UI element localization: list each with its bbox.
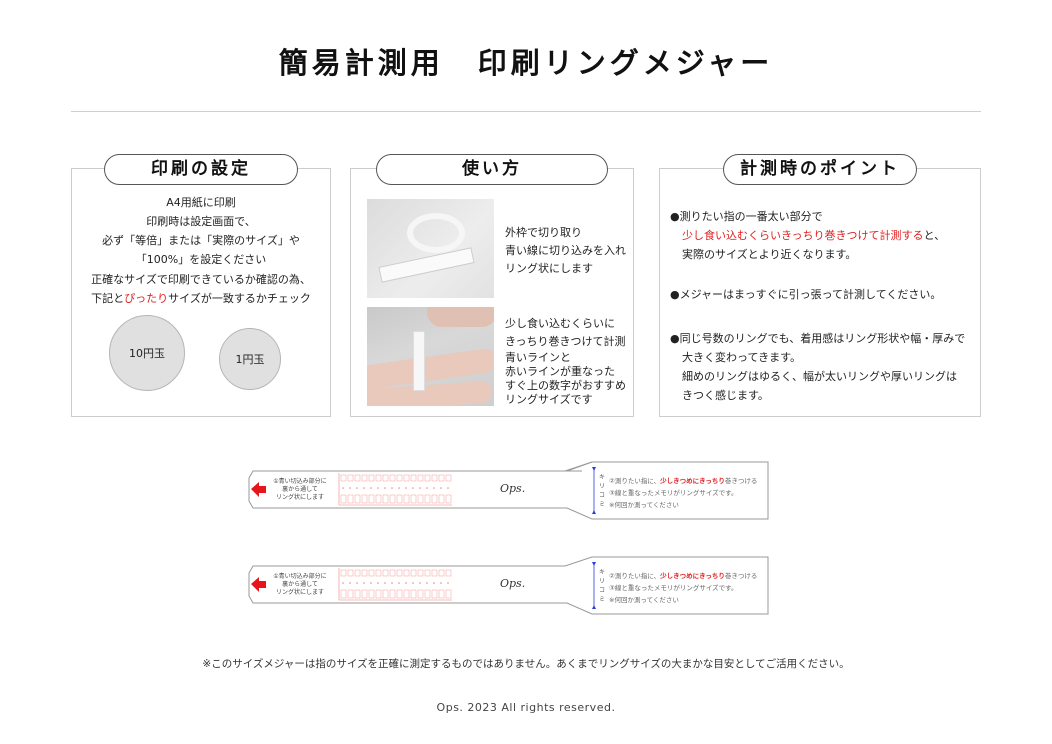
title-part2: 印刷リングメジャー	[477, 46, 774, 80]
measuring-tips-panel: 計測時のポイント ●測りたい指の一番太い部分で 少し食い込むくらいきっちり巻きつ…	[659, 154, 981, 417]
instruction-line: 印刷時は設定画面で、	[146, 215, 256, 228]
size-check-text: 正確なサイズで印刷できているか確認の為、 下記とぴったりサイズが一致するかチェッ…	[72, 270, 330, 308]
step-line: 青いラインと	[505, 351, 571, 364]
step2-text: 青いラインと 赤いラインが重なった すぐ上の数字がおすすめ リングサイズです	[505, 351, 626, 407]
measure-strip-photo	[413, 331, 425, 391]
strip-right-instructions: ②測りたい指に、少しきつめにきっちり巻きつける ③線と重なったメモリがリングサイ…	[609, 475, 757, 511]
ops-logo: Ops.	[500, 482, 526, 495]
step2-highlight: 少し食い込むくらいに きっちり巻きつけて計測	[505, 315, 626, 351]
strip-left-instructions: ①青い切込み部分に 裏から通して リング状にします	[269, 478, 331, 502]
step-line: 外枠で切り取り	[505, 226, 582, 239]
step-line: 赤いラインが重なった	[505, 365, 615, 378]
cut-char: キ	[599, 474, 606, 481]
page-title: 簡易計測用印刷リングメジャー	[0, 40, 1052, 82]
ring-measure-strip-2: ①青い切込み部分に 裏から通して リング状にします Ops. キ リ コ ミ ②…	[247, 556, 769, 615]
step-line: リング状にします	[505, 262, 593, 275]
strip-line: ※何回か測ってください	[609, 596, 679, 604]
divider	[71, 111, 981, 112]
instruction-line: 必ず「等倍」または「実際のサイズ」や	[102, 234, 300, 247]
print-settings-panel: 印刷の設定 A4用紙に印刷 印刷時は設定画面で、 必ず「等倍」または「実際のサイ…	[71, 154, 331, 417]
finger-shape	[427, 307, 494, 327]
step-line: きっちり巻きつけて計測	[505, 335, 626, 348]
paper-ring-photo	[367, 199, 494, 298]
tip-1: ●測りたい指の一番太い部分で 少し食い込むくらいきっちり巻きつけて計測すると、 …	[670, 207, 945, 264]
tip-line: きつく感じます。	[682, 389, 769, 402]
coin-1-yen: 1円玉	[219, 328, 281, 390]
tip-line: ●同じ号数のリングでも、着用感はリング形状や幅・厚みで	[670, 332, 966, 345]
tip-highlight: 少し食い込むくらいきっちり巻きつけて計測する	[682, 229, 924, 242]
strip-line: ③線と重なったメモリがリングサイズです。	[609, 489, 738, 497]
strip-line: リング状にします	[275, 589, 324, 596]
cut-char: ミ	[599, 596, 606, 603]
strip-outline	[248, 461, 769, 520]
strip-line: ②測りたい指に、少しきつめにきっちり巻きつける	[609, 570, 757, 582]
step-line: すぐ上の数字がおすすめ	[505, 379, 626, 392]
tip-line: 実際のサイズとより近くなります。	[682, 248, 857, 261]
strip-left-instructions: ①青い切込み部分に 裏から通して リング状にします	[269, 573, 331, 597]
strip-line: ②測りたい指に、少しきつめにきっちり巻きつける	[609, 475, 757, 487]
tip-line: ●測りたい指の一番太い部分で	[670, 210, 823, 223]
strip-suffix: 巻きつける	[724, 477, 758, 485]
instruction-line: 「100%」を設定ください	[135, 253, 267, 266]
strip-suffix: 巻きつける	[724, 572, 758, 580]
how-to-use-heading: 使い方	[376, 154, 608, 185]
strip-highlight: 少しきつめにきっちり	[660, 477, 725, 485]
ops-logo: Ops.	[500, 577, 526, 590]
paper-strip	[378, 247, 475, 283]
finger-measure-photo	[367, 307, 494, 406]
strip-outline	[248, 556, 769, 615]
cut-label: キ リ コ ミ	[599, 568, 606, 604]
ring-measure-strip-1: ①青い切込み部分に 裏から通して リング状にします Ops. キ リ コ ミ ②…	[247, 461, 769, 520]
tip-2: ●メジャーはまっすぐに引っ張って計測してください。	[670, 285, 941, 304]
step-line: 青い線に切り込みを入れ	[505, 244, 626, 257]
measuring-tips-heading: 計測時のポイント	[723, 154, 917, 185]
strip-line: ①青い切込み部分に	[273, 573, 327, 580]
cut-char: リ	[599, 578, 606, 585]
copyright: Ops. 2023 All rights reserved.	[436, 701, 616, 714]
check-prefix: 下記と	[91, 292, 125, 305]
instruction-line: A4用紙に印刷	[166, 196, 236, 209]
check-highlight: ぴったり	[124, 292, 169, 305]
strip-line: ③線と重なったメモリがリングサイズです。	[609, 584, 738, 592]
strip-highlight: 少しきつめにきっちり	[660, 572, 725, 580]
print-instructions: A4用紙に印刷 印刷時は設定画面で、 必ず「等倍」または「実際のサイズ」や 「1…	[72, 193, 330, 269]
strip-prefix: ②測りたい指に、	[609, 572, 661, 580]
strip-right-instructions: ②測りたい指に、少しきつめにきっちり巻きつける ③線と重なったメモリがリングサイ…	[609, 570, 757, 606]
disclaimer-note: ※このサイズメジャーは指のサイズを正確に測定するものではありません。あくまでリン…	[202, 658, 850, 670]
check-line: 下記とぴったりサイズが一致するかチェック	[72, 289, 330, 308]
strip-line: ※何回か測ってください	[609, 501, 679, 509]
strip-line: リング状にします	[275, 494, 324, 501]
tip-line: 大きく変わってきます。	[682, 351, 802, 364]
tip-line: ●メジャーはまっすぐに引っ張って計測してください。	[670, 288, 942, 301]
check-line: 正確なサイズで印刷できているか確認の為、	[91, 273, 311, 286]
step-line: リングサイズです	[505, 393, 593, 406]
tip-line: 少し食い込むくらいきっちり巻きつけて計測すると、	[670, 226, 945, 245]
step-line: 少し食い込むくらいに	[505, 317, 615, 330]
how-to-use-panel: 使い方 外枠で切り取り 青い線に切り込みを入れ リング状にします 少し食い込むく…	[350, 154, 634, 417]
coin-label: 1円玉	[235, 353, 265, 366]
coin-label: 10円玉	[129, 347, 165, 360]
tip-line: 細めのリングはゆるく、幅が太いリングや厚いリングは	[682, 370, 957, 383]
step1-text: 外枠で切り取り 青い線に切り込みを入れ リング状にします	[505, 224, 626, 278]
strip-line: 裏から通して	[282, 581, 318, 588]
strip-line: 裏から通して	[282, 486, 318, 493]
cut-label: キ リ コ ミ	[599, 473, 606, 509]
cut-char: リ	[599, 483, 606, 490]
cut-char: コ	[599, 587, 606, 594]
coin-10-yen: 10円玉	[109, 315, 185, 391]
print-settings-heading: 印刷の設定	[104, 154, 298, 185]
cut-char: ミ	[599, 501, 606, 508]
cut-char: コ	[599, 492, 606, 499]
paper-loop	[407, 213, 465, 253]
strip-prefix: ②測りたい指に、	[609, 477, 661, 485]
tip-suffix: と、	[923, 229, 946, 242]
title-part1: 簡易計測用	[278, 46, 444, 80]
check-suffix: サイズが一致するかチェック	[168, 292, 311, 305]
strip-line: ①青い切込み部分に	[273, 478, 327, 485]
tip-3: ●同じ号数のリングでも、着用感はリング形状や幅・厚みで 大きく変わってきます。 …	[670, 329, 965, 405]
cut-char: キ	[599, 569, 606, 576]
